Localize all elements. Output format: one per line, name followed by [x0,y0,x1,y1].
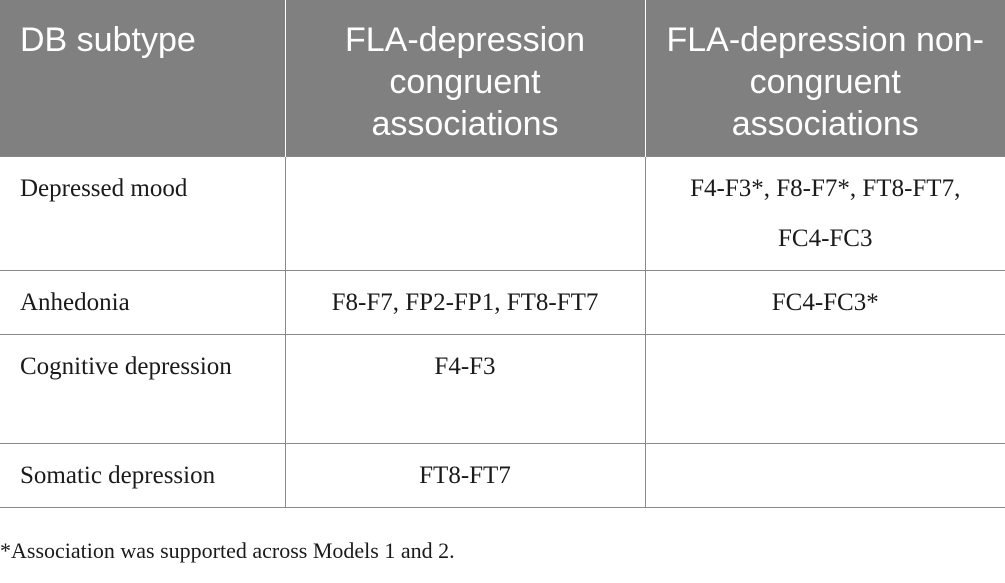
header-db-subtype: DB subtype [0,0,285,156]
results-table: DB subtype FLA-depression congruent asso… [0,0,1005,508]
cell-subtype: Cognitive depression [0,333,286,444]
cell-congruent [284,155,646,271]
table-row: Cognitive depression F4-F3 [0,333,1005,444]
cell-congruent: F4-F3 [284,333,646,444]
cell-congruent: FT8-FT7 [284,442,646,508]
cell-non-congruent [644,442,1005,508]
header-non-congruent-associations: FLA-depression non-congruent association… [644,0,1005,156]
table-row: Depressed mood F4-F3*, F8-F7*, FT8-FT7, … [0,155,1005,271]
table-footnote: *Association was supported across Models… [0,538,455,563]
table-row: Somatic depression FT8-FT7 [0,442,1005,508]
cell-non-congruent [644,333,1005,444]
cell-non-congruent: FC4-FC3* [644,269,1005,335]
cell-congruent: F8-F7, FP2-FP1, FT8-FT7 [284,269,646,335]
cell-subtype: Anhedonia [0,269,286,335]
cell-subtype: Depressed mood [0,155,286,271]
header-congruent-associations: FLA-depression congruent associations [284,0,645,156]
header-row: DB subtype FLA-depression congruent asso… [0,0,1005,156]
table-row: Anhedonia F8-F7, FP2-FP1, FT8-FT7 FC4-FC… [0,269,1005,335]
cell-non-congruent: F4-F3*, F8-F7*, FT8-FT7, FC4-FC3 [644,155,1005,271]
cell-subtype: Somatic depression [0,442,286,508]
